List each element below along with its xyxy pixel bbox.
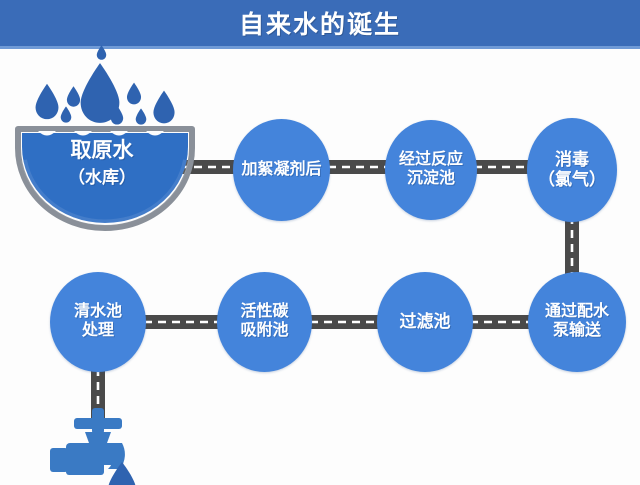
node-label-line: 活性碳: [240, 303, 289, 321]
node-disinfection-chlorine[interactable]: 消毒 （氯气）: [527, 118, 617, 222]
node-label-line: 通过配水: [544, 303, 609, 321]
page-title: 自来水的诞生: [238, 11, 401, 39]
header-underline-divider: [0, 46, 640, 49]
connector-sedimentation-to-disinfection: [470, 160, 532, 174]
node-label-line: 过滤池: [399, 311, 451, 331]
node-label-line: 清水池: [73, 303, 122, 321]
connector-pump-to-filter: [466, 315, 532, 329]
reservoir-label-line1: 取原水: [70, 139, 134, 162]
node-clear-water-tank-treatment[interactable]: 清水池 处理: [50, 272, 146, 372]
node-label-line: 吸附池: [240, 322, 289, 339]
node-label-line: 沉淀池: [406, 170, 455, 187]
droplet-icon: [80, 63, 120, 123]
droplet-icon: [135, 108, 147, 125]
faucet-icon: [50, 408, 136, 485]
node-label-line: 泵输送: [552, 322, 601, 339]
node-label-line: 经过反应: [398, 151, 463, 169]
connector-group: [91, 160, 579, 424]
node-label-line: 加絮凝剂后: [241, 160, 322, 178]
node-activated-carbon-adsorption-tank[interactable]: 活性碳 吸附池: [217, 272, 312, 372]
droplet-icon: [60, 106, 72, 123]
reservoir-label-line2: （水库）: [68, 168, 136, 188]
droplet-icon: [110, 105, 124, 125]
connector-clearwater-to-faucet: [91, 364, 105, 424]
node-filtration-tank[interactable]: 过滤池: [377, 272, 473, 372]
connector-reservoir-to-flocculant: [176, 160, 238, 174]
node-label-line: （氯气）: [538, 170, 606, 189]
connector-filter-to-carbon: [306, 315, 382, 329]
connector-carbon-to-clearwater: [140, 315, 220, 329]
reservoir-label: 取原水 （水库）: [22, 138, 182, 189]
node-label-line: 处理: [81, 322, 114, 339]
node-reaction-sedimentation-tank[interactable]: 经过反应 沉淀池: [385, 120, 477, 220]
connector-flocculant-to-sedimentation: [324, 160, 390, 174]
droplet-icon: [66, 86, 81, 107]
droplet-icon: [35, 83, 59, 120]
rain-droplets-group: [35, 45, 175, 125]
droplet-icon: [153, 90, 175, 124]
faucet-water-drop-icon: [108, 462, 136, 485]
node-add-flocculant[interactable]: 加絮凝剂后: [233, 119, 330, 221]
node-label-line: 消毒: [555, 149, 589, 169]
node-distribution-pump-delivery[interactable]: 通过配水 泵输送: [528, 272, 626, 372]
header-band: 自来水的诞生: [0, 0, 640, 46]
droplet-icon: [126, 82, 142, 105]
